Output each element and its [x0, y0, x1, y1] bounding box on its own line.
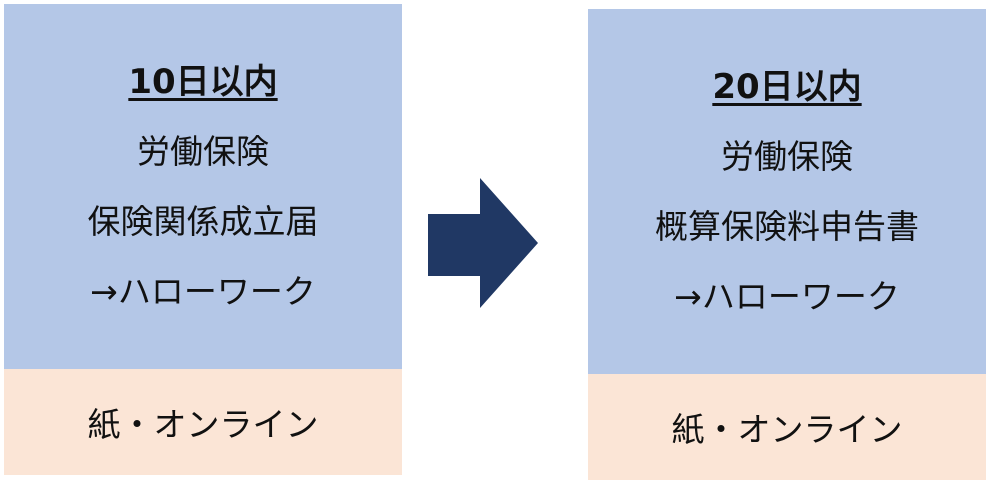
left-method-footer: 紙・オンライン: [4, 369, 402, 475]
left-step-card: 10日以内 労働保険 保険関係成立届 →ハローワーク: [4, 4, 402, 369]
right-method-footer: 紙・オンライン: [588, 374, 986, 480]
right-step-card: 20日以内 労働保険 概算保険料申告書 →ハローワーク: [588, 9, 986, 374]
left-submit-to: →ハローワーク: [90, 272, 316, 311]
left-deadline: 10日以内: [128, 62, 278, 102]
right-document-name: 概算保険料申告書: [655, 207, 919, 246]
left-method-text: 紙・オンライン: [87, 405, 319, 444]
right-arrow-icon: [428, 178, 538, 308]
right-deadline: 20日以内: [712, 67, 862, 107]
right-insurance-label: 労働保険: [721, 137, 853, 176]
right-submit-to: →ハローワーク: [674, 277, 900, 316]
right-method-text: 紙・オンライン: [671, 410, 903, 449]
left-insurance-label: 労働保険: [137, 132, 269, 171]
arrow-shape: [428, 178, 538, 308]
left-document-name: 保険関係成立届: [87, 202, 319, 241]
